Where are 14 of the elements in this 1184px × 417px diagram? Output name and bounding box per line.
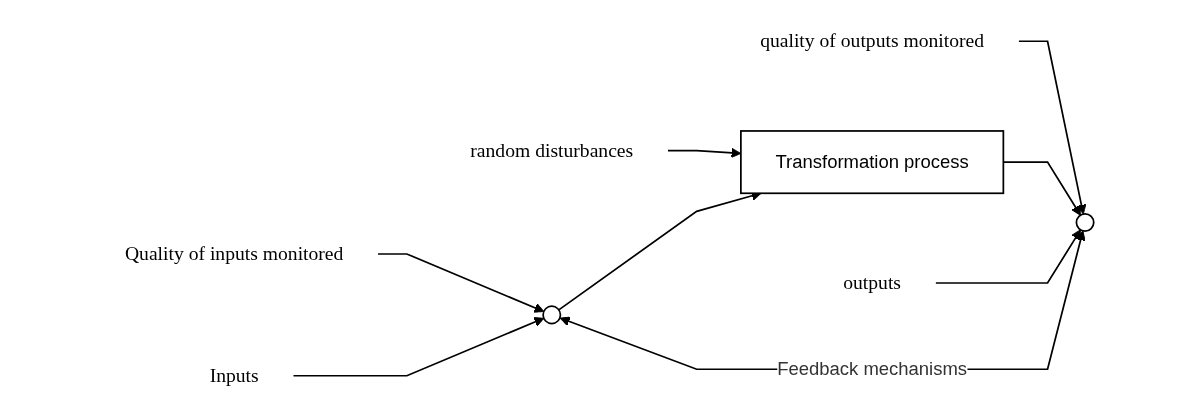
node-text: random disturbances [470, 139, 634, 162]
arrow [934, 229, 1081, 284]
arrow [292, 317, 545, 377]
arrow [377, 253, 545, 313]
node-text: outputs [843, 271, 901, 294]
node-text: quality of outputs monitored [760, 30, 985, 52]
node-text: Inputs [209, 364, 259, 387]
node-box: Transformation process [740, 130, 1005, 195]
node-circle [542, 305, 562, 325]
node-circle [1075, 213, 1095, 233]
edge-label: Feedback mechanisms [777, 358, 968, 379]
arrow [559, 230, 1086, 371]
node-text: Quality of inputs monitored [124, 242, 344, 265]
arrow [1017, 40, 1087, 215]
